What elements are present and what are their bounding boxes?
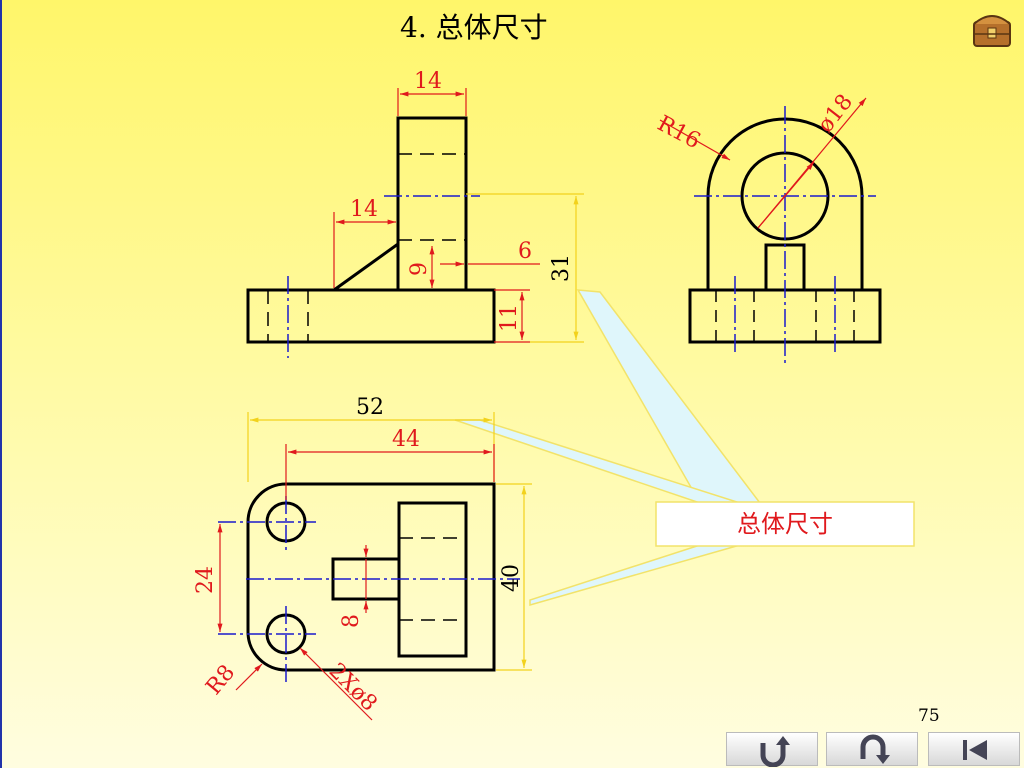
dim-total-depth: 40	[499, 564, 524, 592]
slide-title: 4. 总体尺寸	[400, 11, 548, 44]
callout-pointers	[454, 289, 762, 606]
side-view-centerlines	[694, 106, 876, 366]
front-view-hidden-lines	[267, 153, 466, 342]
dim-hole-diameter: ø18	[813, 90, 858, 138]
back-button[interactable]	[826, 732, 918, 766]
callout-box	[655, 501, 915, 547]
dim-total-height: 31	[549, 254, 574, 282]
navigation-toolbar	[726, 732, 1024, 768]
top-view-centerlines	[218, 496, 520, 686]
page-number: 75	[918, 706, 940, 726]
return-button[interactable]	[726, 732, 818, 767]
front-view-centerlines	[287, 195, 480, 358]
dim-base-holes: 2Xø8	[324, 659, 382, 717]
first-slide-button[interactable]	[928, 732, 1020, 766]
dim-total-width: 52	[356, 395, 384, 420]
dim-boss-width: 8	[339, 614, 364, 628]
dim-radius-top: R16	[653, 111, 704, 154]
dim-base-height: 11	[497, 304, 522, 332]
top-view	[246, 482, 496, 672]
u-turn-up-icon	[760, 736, 790, 767]
dim-corner-radius: R8	[201, 660, 240, 699]
dim-rib-width: 14	[350, 197, 378, 222]
u-turn-down-icon	[860, 734, 890, 764]
dim-front-top-width: 14	[414, 69, 442, 94]
dim-front-rib-height: 9	[407, 262, 432, 276]
dim-hole-spacing-x: 44	[392, 427, 420, 452]
dim-hole-spacing-y: 24	[193, 566, 218, 594]
side-view-hidden-lines	[715, 290, 855, 342]
callout-label: 总体尺寸	[737, 510, 833, 538]
dim-front-offset: 6	[518, 239, 532, 264]
top-view-hidden-lines	[399, 537, 466, 621]
front-view	[246, 116, 496, 344]
skip-to-start-icon	[963, 740, 987, 760]
